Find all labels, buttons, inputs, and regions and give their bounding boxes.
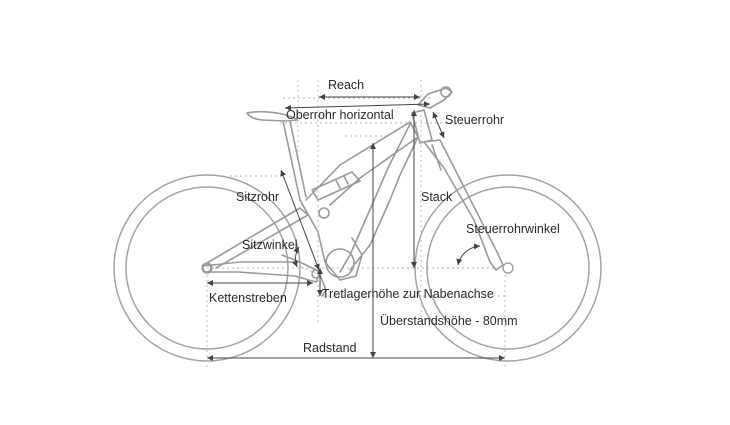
- label-reach: Reach: [328, 78, 364, 92]
- label-sitzrohr: Sitzrohr: [236, 190, 279, 204]
- label-steuerrohrwinkel: Steuerrohrwinkel: [466, 222, 560, 236]
- guide-lines: [206, 80, 506, 370]
- label-sitzwinkel: Sitzwinkel: [242, 238, 298, 252]
- sitzrohr-line: [280, 169, 320, 271]
- oberrohr-line: [284, 101, 431, 111]
- label-oberrohr: Oberrohr horizontal: [286, 108, 394, 122]
- label-radstand: Radstand: [303, 341, 357, 355]
- label-tretlager: Tretlagerhöhe zur Nabenachse: [322, 287, 494, 301]
- labels: Reach Oberrohr horizontal Steuerrohr Sit…: [209, 78, 560, 355]
- label-steuerrohr: Steuerrohr: [445, 113, 504, 127]
- sitzwinkel-arc: [292, 246, 300, 268]
- steuerrohrwinkel-arc: [456, 243, 481, 266]
- label-stack: Stack: [421, 190, 453, 204]
- label-kettenstreben: Kettenstreben: [209, 291, 287, 305]
- steuerrohr-line: [432, 111, 445, 139]
- label-ueberstand: Überstandshöhe - 80mm: [380, 314, 518, 328]
- dimension-lines: [207, 94, 505, 361]
